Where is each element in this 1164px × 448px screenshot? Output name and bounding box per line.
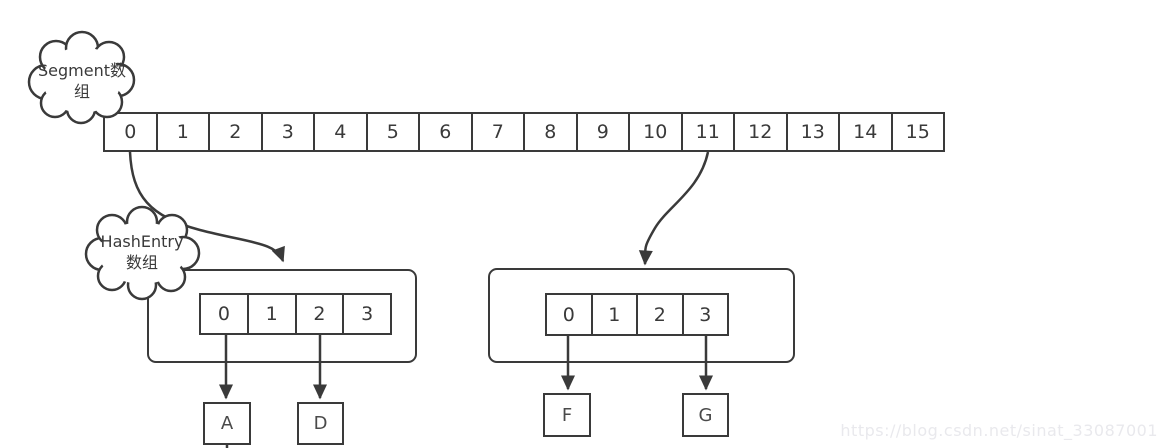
segment-cell-10: 10 [628,112,683,152]
hashentry-left-cell-3: 3 [342,293,392,335]
hashentry-left-cell-1: 1 [246,293,297,335]
segment-cell-1: 1 [155,112,210,152]
segment-cell-14: 14 [838,112,893,152]
segment-cell-0: 0 [103,112,158,152]
hashentry-right-cell-3: 3 [681,293,729,336]
segment-cell-12: 12 [733,112,788,152]
hashentry-array-left: 0 1 2 3 [199,293,392,335]
segment-cell-4: 4 [313,112,368,152]
segment-cell-13: 13 [785,112,840,152]
hashentry-right-cell-0: 0 [545,293,593,336]
hashentry-array-right: 0 1 2 3 [545,293,729,336]
segment-cell-11: 11 [680,112,735,152]
segment-cell-7: 7 [470,112,525,152]
entry-node-f: F [543,393,591,437]
entry-node-a: A [203,402,251,445]
segment-cell-3: 3 [260,112,315,152]
segment-cell-5: 5 [365,112,420,152]
segment-cell-2: 2 [208,112,263,152]
segment-cell-15: 15 [890,112,945,152]
entry-node-d: D [297,402,344,445]
hashentry-left-cell-2: 2 [294,293,345,335]
segment-cell-9: 9 [575,112,630,152]
entry-node-g: G [682,393,729,437]
hashentry-right-cell-1: 1 [590,293,638,336]
hashentry-left-cell-0: 0 [199,293,249,335]
segment-cell-6: 6 [418,112,473,152]
hashentry-right-cell-2: 2 [636,293,684,336]
segment-array: 0 1 2 3 4 5 6 7 8 9 10 11 12 13 14 15 [103,112,945,152]
segment-cell-8: 8 [523,112,578,152]
